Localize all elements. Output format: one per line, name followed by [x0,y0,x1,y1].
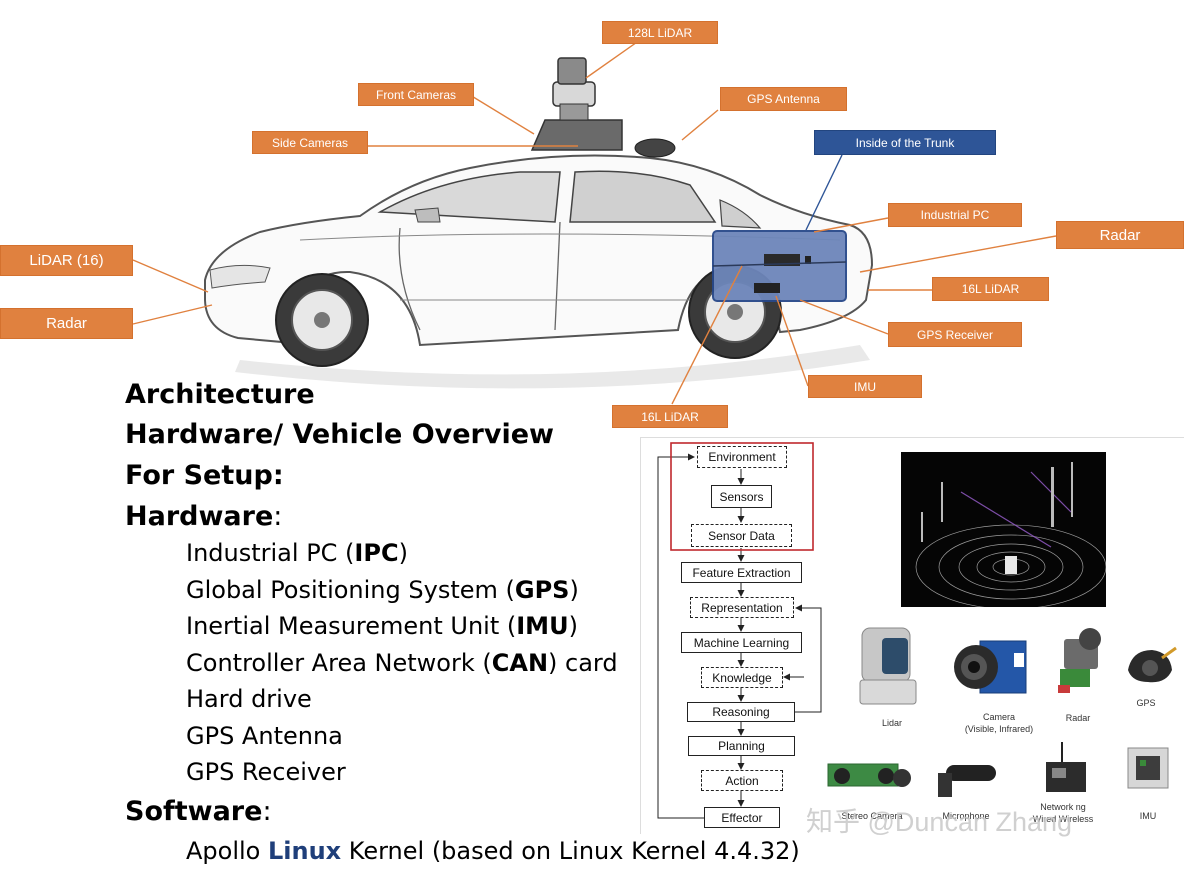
camera-sensor-image [954,640,1027,694]
tag-imu: IMU [808,375,922,398]
hardware-item: Global Positioning System (GPS) [186,576,579,604]
caption-camera: Camera (Visible, Infrared) [964,712,1034,734]
tag-gps-antenna: GPS Antenna [720,87,847,111]
flow-effector: Effector [704,807,780,828]
tag-radar-rear: Radar [1056,221,1184,249]
hardware-item: Controller Area Network (CAN) card [186,649,618,677]
hardware-item: GPS Receiver [186,758,346,786]
caption-radar: Radar [1065,713,1091,723]
tag-inside-trunk: Inside of the Trunk [814,130,996,155]
tag-radar-front: Radar [0,308,133,339]
hardware-item: Inertial Measurement Unit (IMU) [186,612,578,640]
caption-gps: GPS [1136,698,1156,708]
lidar-point-cloud-image [901,452,1106,607]
microphone-image [938,765,996,797]
tag-16l-lidar-bottom: 16L LiDAR [612,405,728,428]
tag-industrial-pc: Industrial PC [888,203,1022,227]
heading-hardware: Hardware: [125,501,283,532]
tag-side-cameras: Side Cameras [252,131,368,154]
lidar-sensor-image [859,627,917,705]
tag-lidar-16-front: LiDAR (16) [0,245,133,276]
caption-stereo-camera: Stereo Camera [841,811,903,821]
hardware-item: Industrial PC (IPC) [186,539,408,567]
tag-front-cameras: Front Cameras [358,83,474,106]
heading-architecture: Architecture [125,379,315,410]
heading-setup: For Setup: [125,460,284,491]
tag-128l-lidar: 128L LiDAR [602,21,718,44]
caption-network: Network ng Wired Wireless [1032,802,1094,824]
caption-imu: IMU [1139,811,1157,821]
network-module-image [1046,742,1086,792]
watermark: 知乎 @Duncan Zhang [806,807,1073,837]
caption-microphone: Microphone [942,811,990,821]
flow-planning: Planning [688,736,795,756]
flow-reasoning: Reasoning [687,702,795,722]
stereo-camera-image [827,763,911,787]
caption-lidar: Lidar [881,718,902,728]
imu-sensor-image [1127,747,1169,789]
radar-sensor-image [1058,628,1101,693]
flow-machine-learning: Machine Learning [681,632,802,653]
gps-sensor-image [1128,646,1177,683]
flow-feature-extraction: Feature Extraction [681,562,802,583]
heading-software: Software: [125,796,272,827]
flow-sensor-data: Sensor Data [691,524,792,547]
hardware-item: GPS Antenna [186,722,343,750]
flow-sensors: Sensors [711,485,772,508]
flow-action: Action [701,770,783,791]
hardware-item: Hard drive [186,685,312,713]
heading-overview: Hardware/ Vehicle Overview [125,419,554,450]
flow-representation: Representation [690,597,794,618]
flow-knowledge: Knowledge [701,667,783,688]
tag-16l-lidar-rear: 16L LiDAR [932,277,1049,301]
tag-gps-receiver: GPS Receiver [888,322,1022,347]
software-item: Apollo Linux Kernel (based on Linux Kern… [186,837,800,865]
flow-environment: Environment [697,446,787,468]
